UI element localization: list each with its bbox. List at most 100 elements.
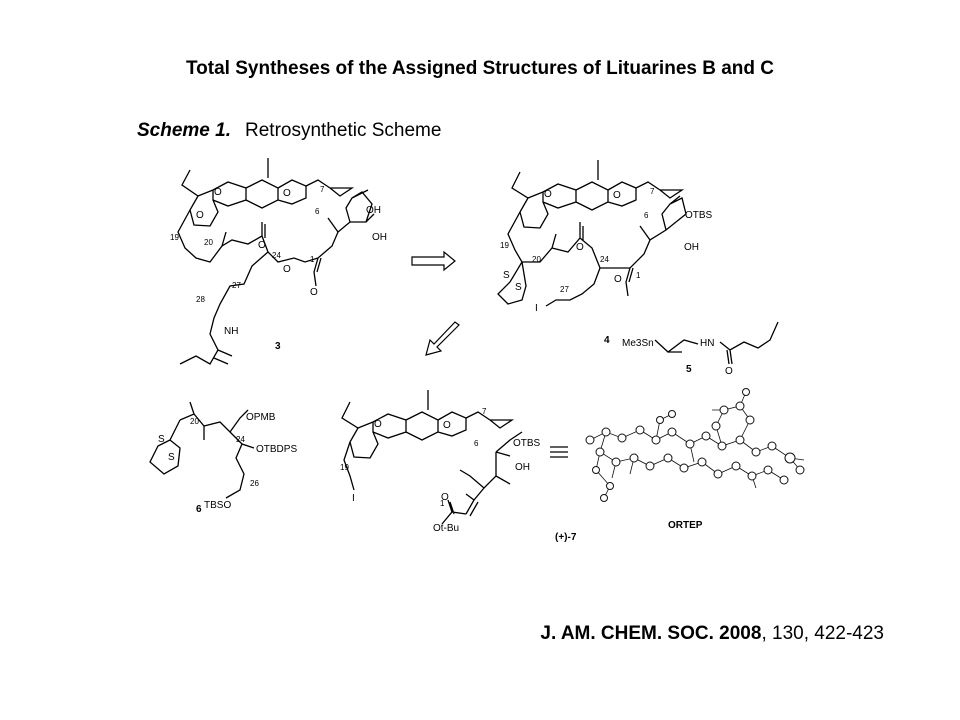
c5-number: 5: [686, 364, 692, 375]
scheme-heading: Scheme 1. Retrosynthetic Scheme: [137, 120, 441, 142]
ortep-atom: [701, 431, 711, 441]
c3-label-6: O: [258, 240, 266, 251]
ortep-label: ORTEP: [668, 520, 703, 531]
c3-locant-3: 19: [170, 233, 179, 242]
c7-label-7: Ot-Bu: [433, 523, 459, 534]
ortep-atom: [600, 494, 608, 502]
c4-label-7: O: [576, 242, 584, 253]
c3-locant-1: 7: [320, 185, 325, 194]
ortep-atom: [711, 421, 721, 431]
ortep-atom: [629, 453, 639, 463]
c3-label-3: OH: [366, 205, 381, 216]
ortep-crystal-structure: ORTEP: [585, 388, 805, 531]
c6-label-2: S: [168, 452, 175, 463]
c7-locant-2: 6: [474, 439, 479, 448]
c4-label-1: O: [544, 189, 552, 200]
ortep-atom: [592, 466, 600, 474]
c3-locant-4: 20: [204, 238, 213, 247]
c7-label-2: O: [443, 420, 451, 431]
c7-locant-3: 19: [340, 463, 349, 472]
c4-label-3: OTBS: [685, 210, 713, 221]
c5-label-3: O: [725, 366, 733, 377]
c6-label-4: OTBDPS: [256, 444, 297, 455]
ortep-atom: [719, 405, 729, 415]
ortep-atom: [731, 461, 741, 471]
c7-label-5: I: [352, 493, 355, 504]
retro-arrow-diagonal: [425, 321, 460, 356]
c7-number: (+)-7: [555, 532, 577, 543]
c4-locant-2: 6: [644, 211, 649, 220]
ortep-atom: [595, 447, 605, 457]
page-title: Total Syntheses of the Assigned Structur…: [185, 58, 775, 79]
scheme-label: Scheme 1.: [137, 120, 231, 141]
c4-locant-1: 7: [650, 187, 655, 196]
ortep-atom: [779, 475, 789, 485]
c6-label-3: OPMB: [246, 412, 276, 423]
ortep-atom: [735, 435, 745, 445]
journal-citation: J. AM. CHEM. SOC. 2008, 130, 422-423: [540, 623, 884, 645]
compound-6-structure: S S OPMB OTBDPS TBSO 20 24 26 6: [149, 401, 297, 515]
c7-label-6: O: [441, 492, 449, 503]
citation-journal: J. AM. CHEM. SOC.: [540, 623, 714, 644]
c6-label-5: TBSO: [204, 500, 231, 511]
compound-4-structure: O O OTBS OH S S O O I 7 6 19 20 24 1 27 …: [497, 160, 713, 346]
ortep-atom: [747, 471, 757, 481]
ortep-atom: [611, 457, 621, 467]
ortep-atom: [784, 452, 796, 464]
citation-volume-pages: , 130, 422-423: [761, 623, 884, 644]
ortep-atom: [601, 427, 611, 437]
ortep-atom: [767, 441, 777, 451]
c3-locant-5: 24: [272, 251, 281, 260]
ortep-atom: [795, 465, 805, 475]
compound-3-structure: O O OH OH O O O O NH 7 6 19 20 24 1 27 2…: [170, 158, 387, 365]
c4-locant-3: 19: [500, 241, 509, 250]
ortep-atom: [751, 447, 761, 457]
compound-7-structure: O O OTBS OH I O Ot-Bu 7 6 19 1 (+)-7: [340, 390, 577, 543]
c3-number: 3: [275, 341, 281, 352]
c7-label-4: OH: [515, 462, 530, 473]
c6-locant-3: 26: [250, 479, 259, 488]
c6-number: 6: [196, 504, 202, 515]
c3-label-8: O: [310, 287, 318, 298]
ortep-atom: [663, 453, 673, 463]
ortep-atom: [645, 461, 655, 471]
c3-label-4: OH: [372, 232, 387, 243]
ortep-atom: [697, 457, 707, 467]
c4-label-2: O: [613, 190, 621, 201]
c4-label-8: O: [614, 274, 622, 285]
c4-locant-6: 1: [636, 271, 641, 280]
c4-number: 4: [604, 335, 610, 346]
c4-label-4: OH: [684, 242, 699, 253]
c3-locant-2: 6: [315, 207, 320, 216]
c4-locant-4: 20: [532, 255, 541, 264]
c7-label-1: O: [374, 419, 382, 430]
c4-locant-5: 24: [600, 255, 609, 264]
c7-locant-4: 1: [440, 499, 445, 508]
c3-locant-6: 1: [310, 255, 315, 264]
c6-locant-1: 20: [190, 417, 199, 426]
ortep-atom: [763, 465, 773, 475]
c3-label-1: O: [214, 187, 222, 198]
ortep-atom: [635, 425, 645, 435]
retro-arrow-right: [411, 250, 456, 272]
compound-5-structure: Me3Sn HN O 5: [622, 321, 779, 377]
ortep-atom: [685, 439, 695, 449]
c7-label-3: OTBS: [513, 438, 541, 449]
c3-label-7: O: [283, 264, 291, 275]
citation-year: 2008: [719, 623, 762, 644]
ortep-atom: [668, 410, 676, 418]
c5-label-2: HN: [700, 338, 714, 349]
scheme-caption: Retrosynthetic Scheme: [245, 120, 442, 141]
ortep-atom: [745, 415, 755, 425]
c4-label-6: S: [515, 282, 522, 293]
ortep-atom: [713, 469, 723, 479]
c4-locant-7: 27: [560, 285, 569, 294]
ortep-atom: [585, 435, 595, 445]
c3-label-5: O: [196, 210, 204, 221]
ortep-atom: [656, 416, 664, 424]
ortep-atom: [679, 463, 689, 473]
equivalence-sign: [550, 446, 568, 458]
c6-locant-2: 24: [236, 435, 245, 444]
ortep-atom: [651, 435, 661, 445]
